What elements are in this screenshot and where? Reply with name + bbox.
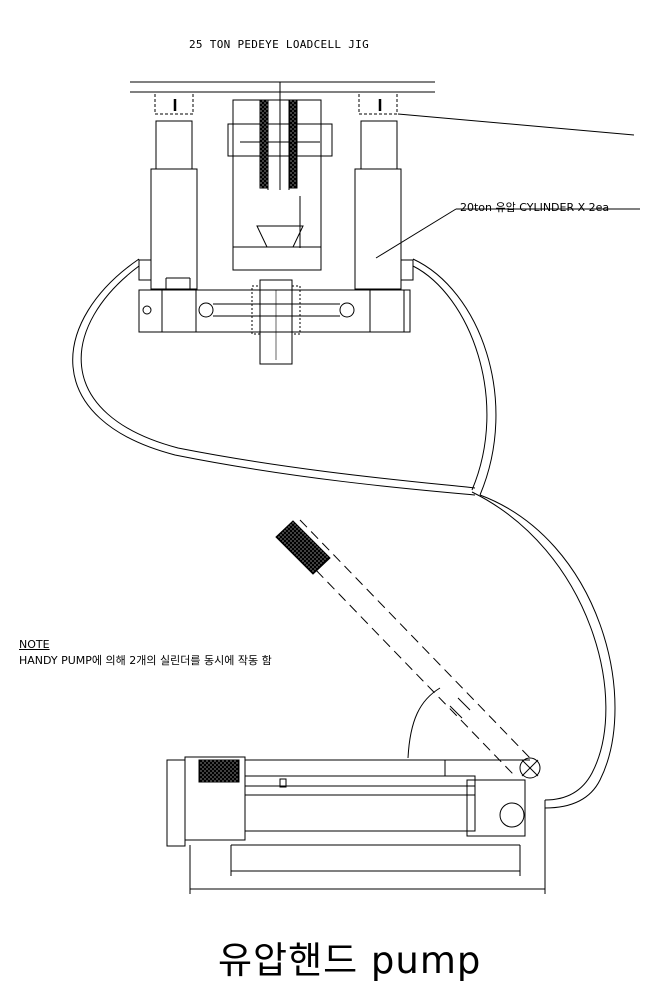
note-text: HANDY PUMP에 의해 2개의 실린더를 동시에 작동 함 [19,654,272,667]
pump-handle [275,519,531,775]
right-cylinder [354,91,414,290]
loadcell-assembly [227,82,333,271]
hand-pump [166,756,546,894]
cylinder-label: 20ton 유압 CYLINDER X 2ea [460,201,610,214]
caption: 유압핸드 pump [218,939,482,982]
note-heading: NOTE [19,638,50,651]
drawing-title: 25 TON PEDEYE LOADCELL JIG [189,38,369,51]
top-frame [130,81,435,93]
left-cylinder [138,91,198,290]
leader-lines [375,113,640,259]
base-beam [138,277,411,365]
hydraulic-hose [72,258,616,809]
